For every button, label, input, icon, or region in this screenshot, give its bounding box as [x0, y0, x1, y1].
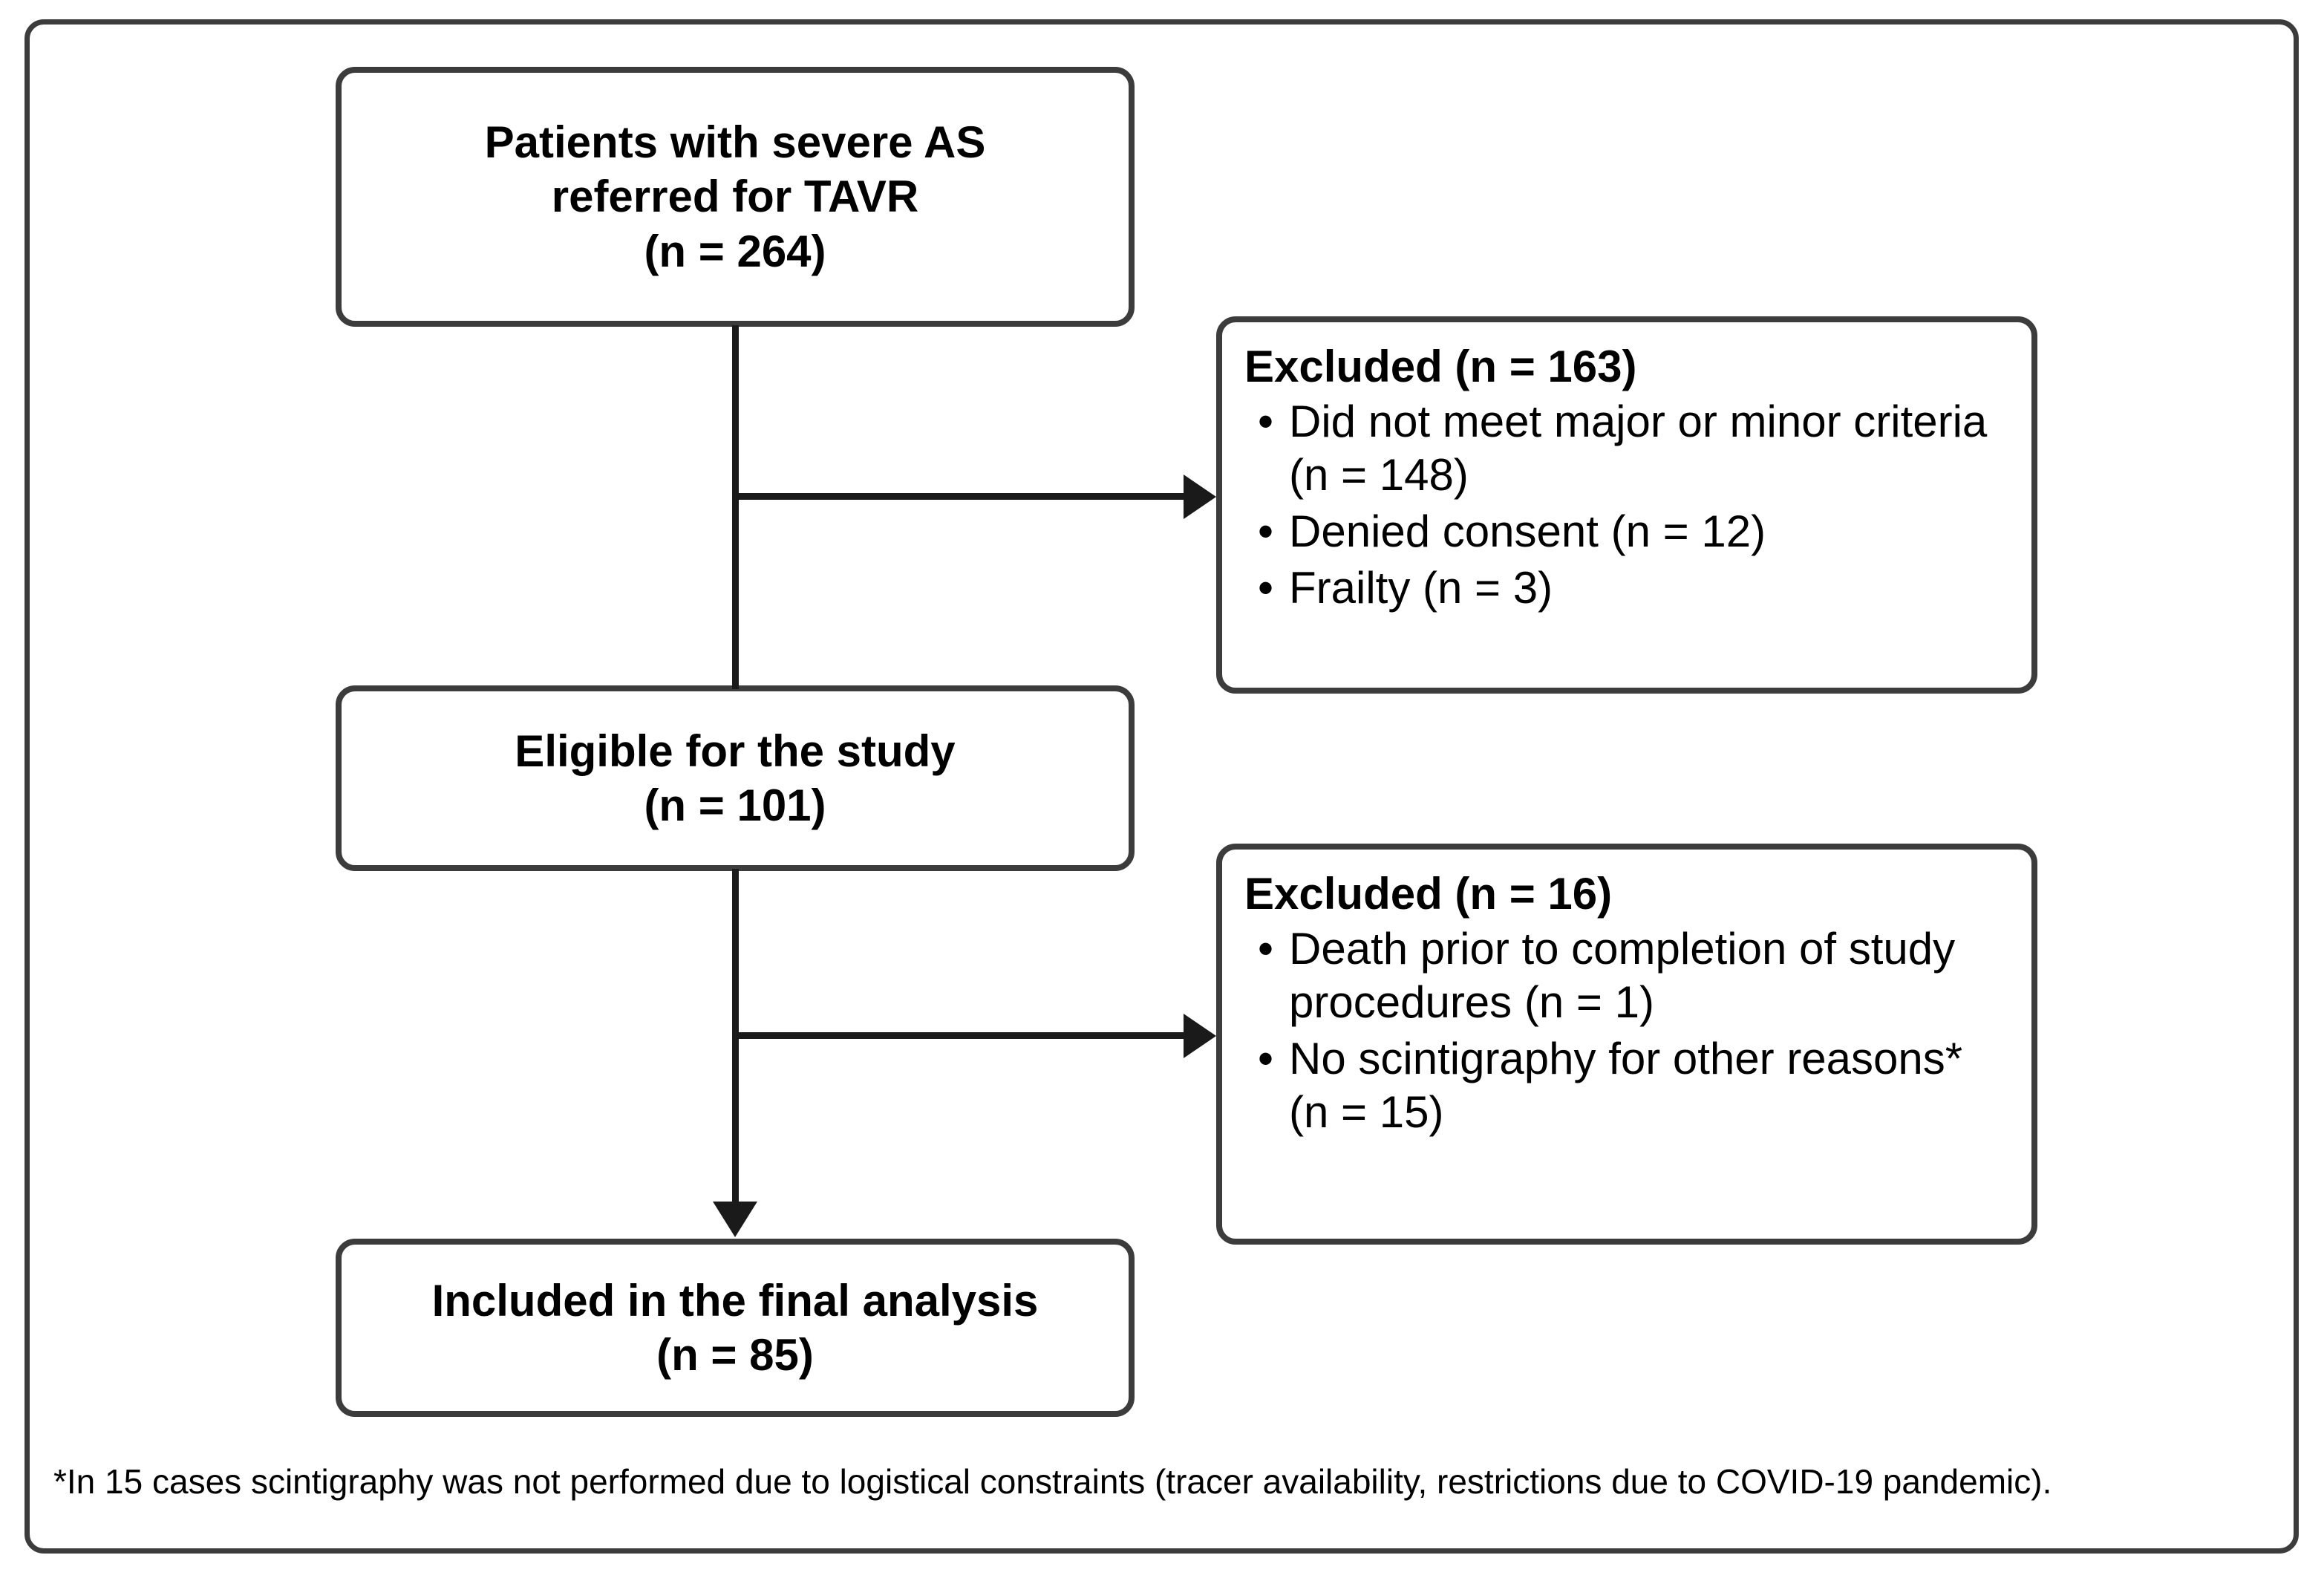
- node-excluded-2-title: Excluded (n = 16): [1244, 869, 1613, 919]
- list-item: • Death prior to completion of study pro…: [1258, 922, 2012, 1029]
- node-eligible-count: (n = 101): [644, 780, 826, 830]
- reason-text: Death prior to completion of study proce…: [1289, 924, 1956, 1027]
- arrowhead-right-icon: [1184, 1014, 1216, 1058]
- connector-eligible-to-excluded-2: [732, 1032, 1185, 1039]
- list-item: • No scintigraphy for other reasons* (n …: [1258, 1032, 2012, 1139]
- bullet-icon: •: [1258, 563, 1274, 613]
- node-included-count: (n = 85): [656, 1330, 814, 1380]
- node-included: Included in the final analysis (n = 85): [336, 1239, 1135, 1417]
- node-excluded-1-reason-list: • Did not meet major or minor criteria (…: [1244, 395, 2012, 618]
- node-eligible-line1: Eligible for the study: [515, 726, 956, 776]
- node-eligible: Eligible for the study (n = 101): [336, 685, 1135, 871]
- node-excluded-2-reason-list: • Death prior to completion of study pro…: [1244, 922, 2012, 1142]
- node-enrolled: Patients with severe AS referred for TAV…: [336, 67, 1135, 327]
- list-item: • Did not meet major or minor criteria (…: [1258, 395, 2012, 502]
- node-enrolled-line2: referred for TAVR: [551, 172, 919, 222]
- bullet-icon: •: [1258, 397, 1274, 446]
- list-item: • Frailty (n = 3): [1258, 561, 2012, 615]
- bullet-icon: •: [1258, 924, 1274, 974]
- node-eligible-text: Eligible for the study (n = 101): [342, 724, 1129, 832]
- arrowhead-right-icon: [1184, 475, 1216, 519]
- bullet-icon: •: [1258, 1034, 1274, 1083]
- connector-enrolled-to-eligible: [732, 325, 739, 689]
- reason-text: Frailty (n = 3): [1289, 563, 1553, 613]
- node-included-line1: Included in the final analysis: [431, 1275, 1039, 1326]
- node-excluded-2: Excluded (n = 16) • Death prior to compl…: [1216, 844, 2037, 1245]
- node-included-text: Included in the final analysis (n = 85): [342, 1274, 1129, 1382]
- reason-text: Denied consent (n = 12): [1289, 506, 1766, 556]
- node-excluded-1: Excluded (n = 163) • Did not meet major …: [1216, 316, 2037, 694]
- list-item: • Denied consent (n = 12): [1258, 505, 2012, 558]
- reason-text: Did not meet major or minor criteria (n …: [1289, 397, 1988, 500]
- bullet-icon: •: [1258, 506, 1274, 556]
- footnote-text: *In 15 cases scintigraphy was not perfor…: [53, 1462, 2052, 1501]
- node-excluded-1-title: Excluded (n = 163): [1244, 342, 1637, 391]
- reason-text: No scintigraphy for other reasons* (n = …: [1289, 1034, 1963, 1137]
- node-enrolled-text: Patients with severe AS referred for TAV…: [342, 115, 1129, 278]
- node-enrolled-line1: Patients with severe AS: [484, 117, 986, 168]
- arrowhead-down-icon: [713, 1202, 757, 1237]
- node-enrolled-count: (n = 264): [644, 226, 826, 276]
- connector-enrolled-to-excluded-1: [732, 493, 1185, 500]
